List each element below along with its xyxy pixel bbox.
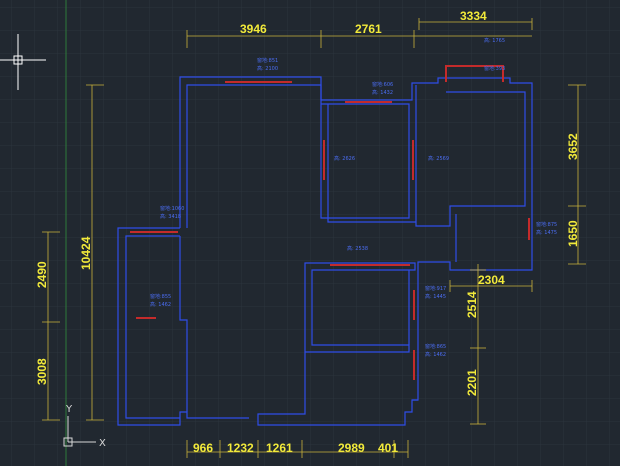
wall-corridor	[304, 262, 416, 400]
floor-plan-walls[interactable]	[117, 76, 533, 426]
dim-bottom-5: 401	[378, 441, 398, 455]
dim-bottom-1: 966	[193, 441, 213, 455]
annotation: 高: 1462	[425, 351, 446, 358]
ucs-y-label: Y	[65, 404, 73, 415]
annotation: 高: 1462	[150, 301, 171, 308]
dim-right-2: 1650	[566, 220, 580, 247]
dim-right-4: 2514	[465, 291, 479, 318]
annotation: 窗地:917	[425, 285, 446, 292]
crosshair-cursor-icon	[0, 34, 46, 90]
wall-outer-left-top	[179, 76, 533, 426]
annotation: 窗地:865	[425, 343, 446, 350]
annotation: 高: 2626	[334, 155, 355, 162]
annotation: 窗地:606	[372, 81, 393, 88]
dim-bottom-3: 1261	[266, 441, 293, 455]
opening-annotations: 窗地:851 高: 2100 窗地:606 高: 1432 高: 1765 窗地…	[150, 37, 557, 358]
annotation: 窗地:393	[484, 65, 505, 72]
dim-right-3: 2304	[478, 273, 505, 287]
dim-bottom-4: 2989	[338, 441, 365, 455]
annotation: 高: 1432	[372, 89, 393, 96]
annotation: 高: 2538	[347, 245, 368, 252]
openings[interactable]	[130, 65, 530, 380]
annotation: 高: 1765	[484, 37, 505, 44]
annotation: 高: 2100	[257, 65, 278, 72]
annotation: 窗地:1060	[160, 205, 184, 212]
dim-top-1: 3946	[240, 22, 267, 36]
annotation: 窗地:875	[536, 221, 557, 228]
wall-inner-left-top	[186, 84, 314, 228]
dimension-lines	[42, 18, 586, 458]
window-top-right-bay	[445, 65, 504, 82]
wall-left-room-divider	[179, 236, 188, 412]
wall-middle-upper-room-inner	[327, 104, 416, 223]
ucs-icon	[63, 416, 96, 447]
annotation: 高: 1475	[536, 229, 557, 236]
dim-bottom-2: 1232	[227, 441, 254, 455]
dim-right-1: 3652	[566, 133, 580, 160]
wall-middle-upper-room	[314, 84, 410, 219]
dim-left-1: 2490	[35, 261, 49, 288]
dim-left-3: 3008	[35, 358, 49, 385]
dim-left-2: 10424	[79, 236, 93, 270]
dim-top-3: 3334	[460, 9, 487, 23]
annotation: 窗地:851	[257, 57, 278, 64]
annotation: 窗地:855	[150, 293, 171, 300]
dim-right-5: 2201	[465, 369, 479, 396]
annotation: 高: 3418	[160, 213, 181, 220]
dimension-texts: 3946 2761 3334 966 1232 1261 2989 401 24…	[35, 9, 580, 455]
dim-top-2: 2761	[355, 22, 382, 36]
ucs-x-label: X	[99, 438, 106, 449]
annotation: 高: 2569	[428, 155, 449, 162]
wall-right-upper-room	[415, 85, 526, 227]
annotation: 高: 1445	[425, 293, 446, 300]
wall-inner-left-room	[125, 235, 180, 419]
